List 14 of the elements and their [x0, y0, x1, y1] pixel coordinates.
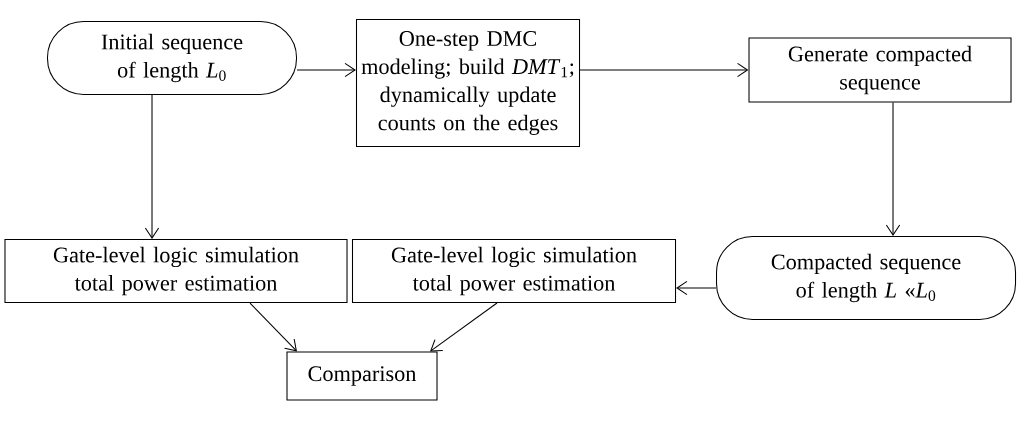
process-box: One-step DMC modeling; build DMT$_{1}$; dynamically update counts on the edges [355, 18, 581, 148]
process-box: Comparison [286, 351, 438, 401]
arrow [579, 62, 749, 78]
arrow [249, 302, 297, 352]
arrow [296, 62, 356, 78]
process-box: Generate compacted sequence [748, 37, 1012, 103]
arrow [676, 280, 717, 296]
arrow [430, 302, 498, 352]
rounded-box: Compacted sequence of length L «L$_{0}$ [716, 235, 1017, 321]
process-box: Gate-level logic simulation total power estimation [351, 238, 677, 304]
rounded-box: Initial sequence of length L$_{0}$ [46, 20, 298, 96]
arrow [885, 102, 901, 236]
process-box: Gate-level logic simulation total power estimation [4, 238, 348, 304]
arrow [144, 94, 160, 239]
